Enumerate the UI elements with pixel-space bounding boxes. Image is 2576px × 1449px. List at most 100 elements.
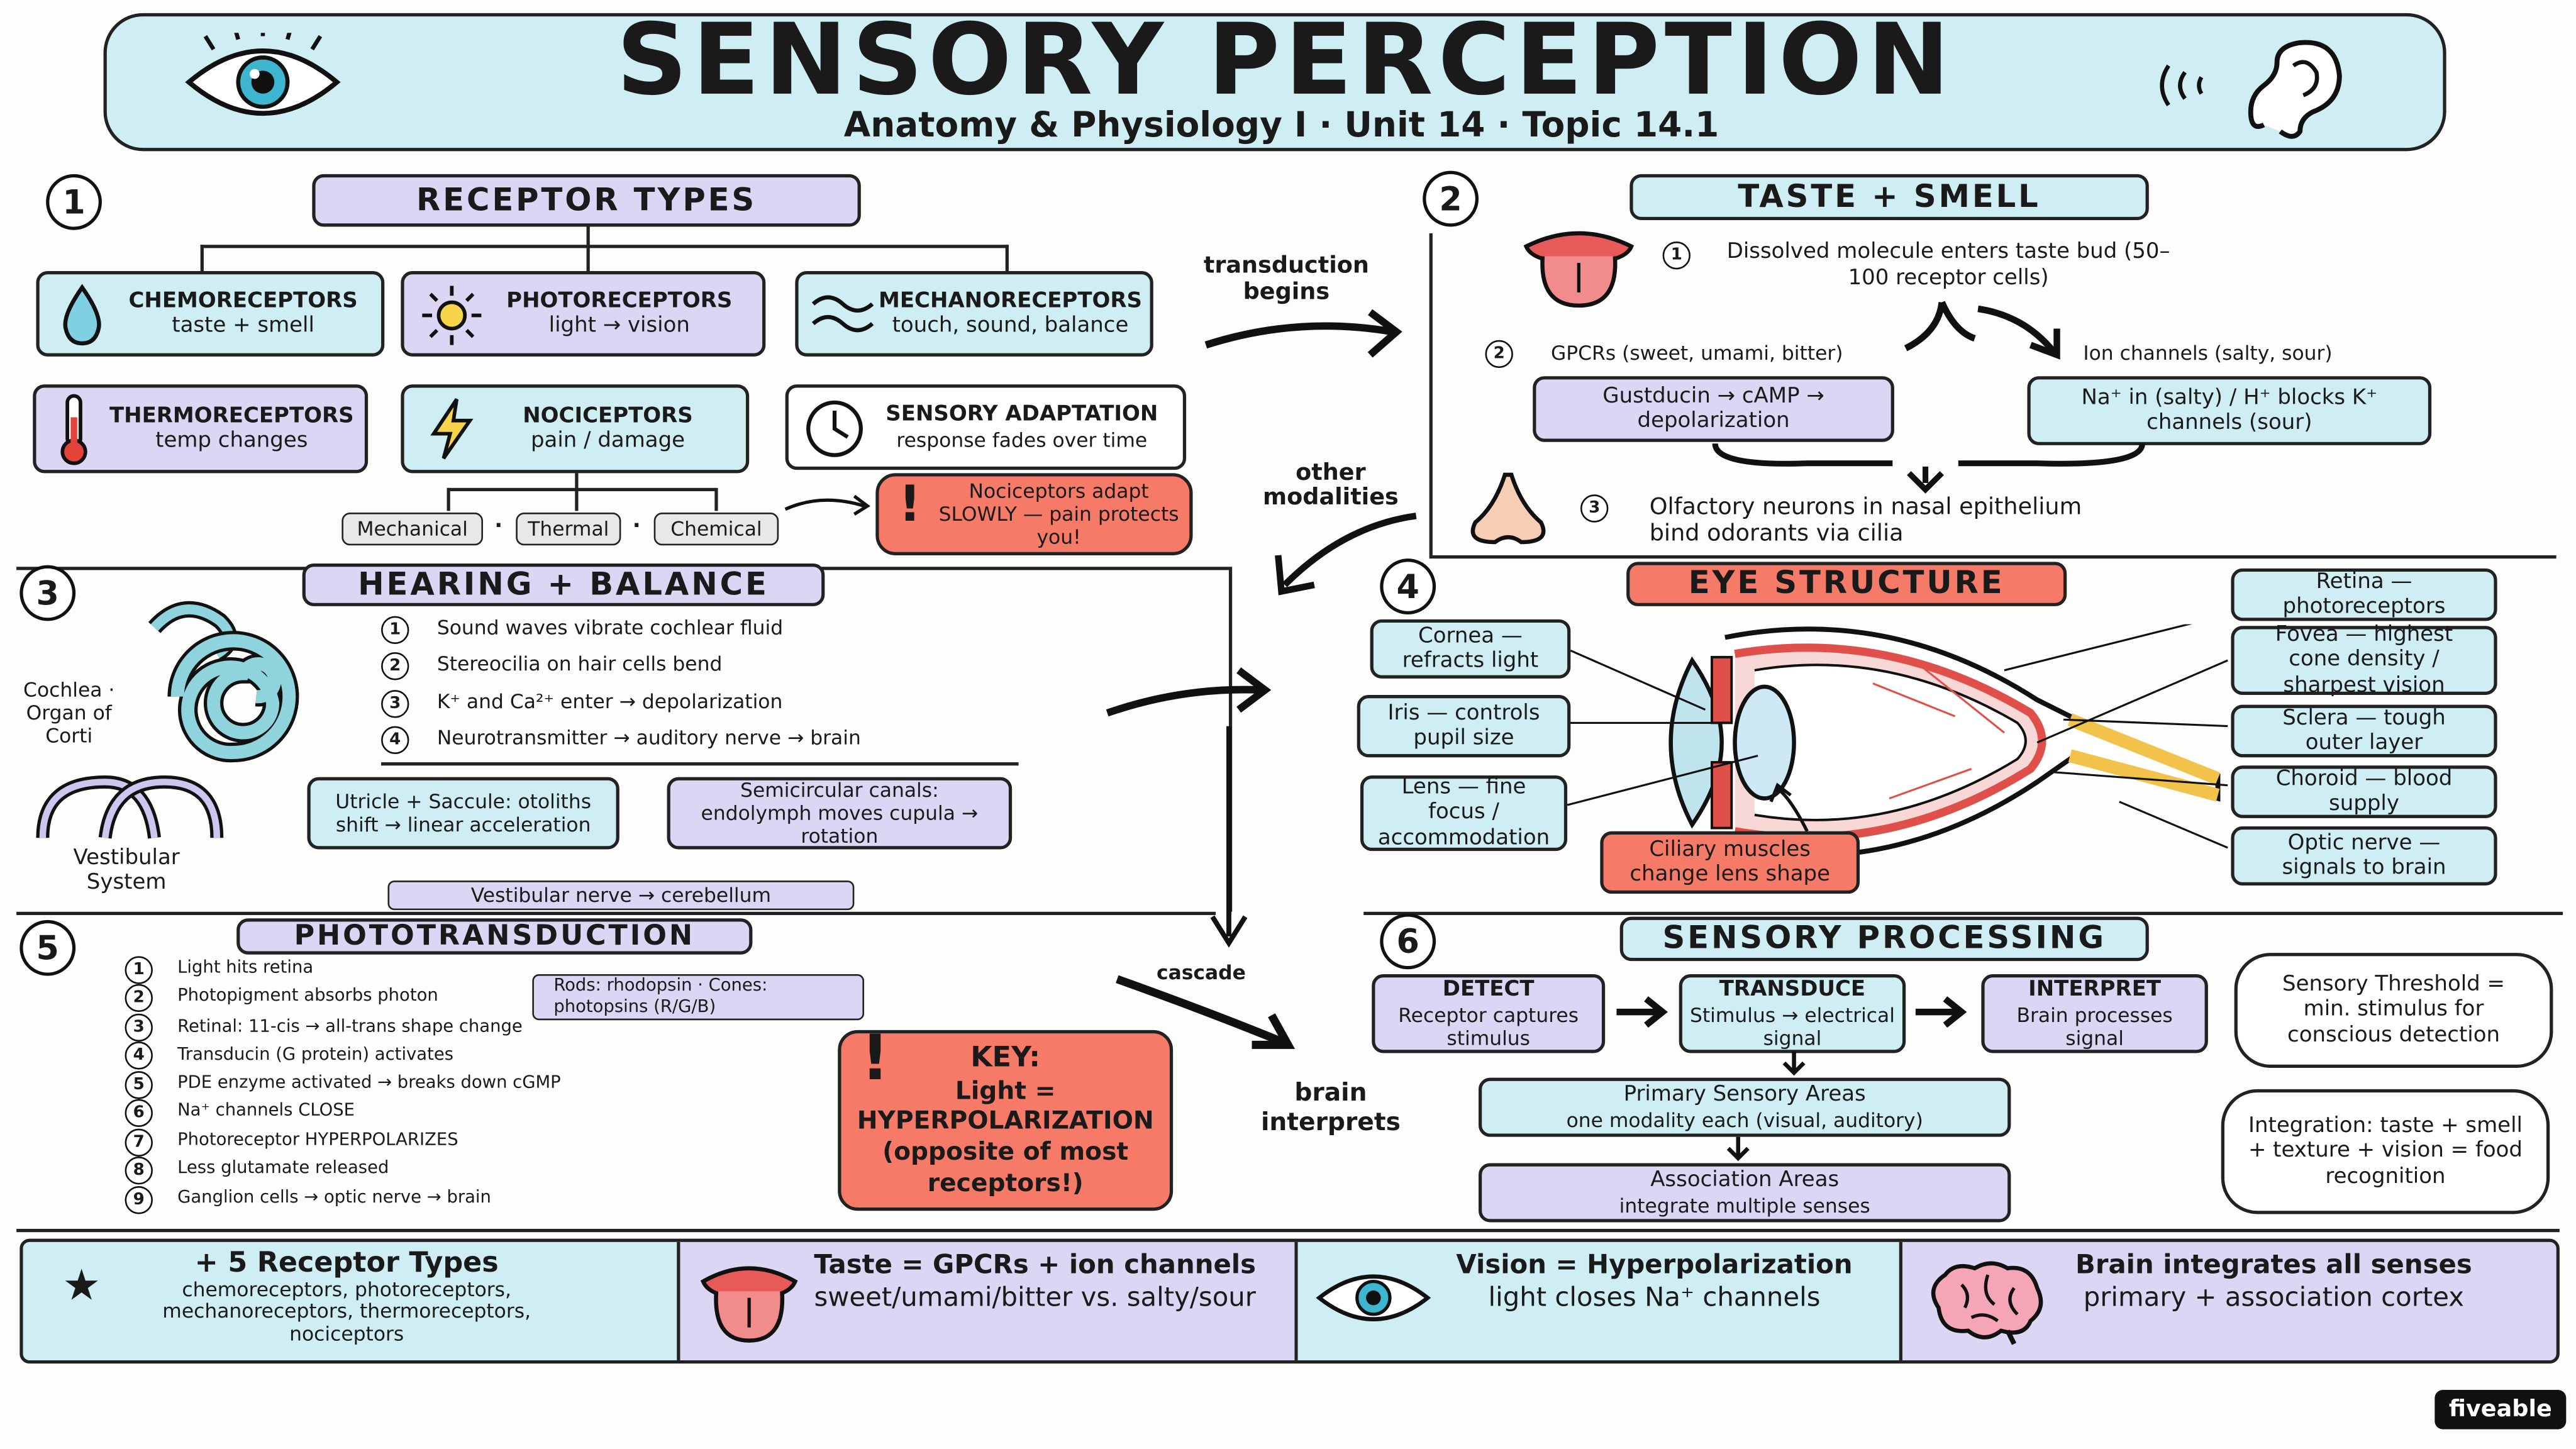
taste-step-3-number: 3	[1580, 494, 1609, 523]
photo-step-number: 4	[125, 1041, 153, 1070]
photo-step: Less glutamate released	[177, 1158, 389, 1178]
ear-icon	[2160, 40, 2342, 139]
nose-icon	[1470, 472, 1546, 545]
canals-box: Semicircular canals: endolymph moves cup…	[667, 777, 1013, 850]
hearing-step: Neurotransmitter → auditory nerve → brai…	[436, 726, 861, 750]
arrow-icon	[1726, 1136, 1750, 1162]
sun-icon	[422, 286, 482, 345]
hearing-step: K⁺ and Ca²⁺ enter → depolarization	[436, 690, 783, 713]
eye-label-lens: Lens — fine focus / accommodation	[1360, 775, 1568, 852]
tree-line	[1005, 245, 1009, 272]
cochlea-icon	[148, 601, 299, 763]
vestibular-icon	[36, 775, 224, 839]
noci-type-mechanical: Mechanical	[341, 513, 483, 546]
cochlea-label: Cochlea · Organ of Corti	[23, 678, 115, 747]
leader-lines	[1567, 624, 2228, 849]
photo-step-number: 7	[125, 1128, 153, 1157]
page-title: SENSORY PERCEPTION	[616, 3, 1955, 119]
tongue-icon	[700, 1266, 798, 1343]
section-3-title: HEARING + BALANCE	[302, 564, 825, 606]
section-2-number: 2	[1423, 170, 1479, 227]
photo-step: Light hits retina	[177, 957, 314, 978]
arrow-icon	[1915, 996, 1967, 1028]
divider	[16, 911, 1216, 916]
arrow-icon	[1204, 309, 1402, 358]
arrow-icon	[1106, 667, 1272, 717]
tree-line	[586, 245, 590, 272]
divider	[1429, 233, 1433, 555]
eye-label-retina: Retina — photoreceptors	[2231, 568, 2497, 621]
arrow-icon	[1210, 726, 1248, 948]
eye-label-iris: Iris — controls pupil size	[1357, 694, 1571, 758]
tongue-icon	[1523, 231, 1635, 308]
section-2-title: TASTE + SMELL	[1629, 174, 2149, 221]
tree-line	[586, 226, 590, 247]
tree-line	[200, 245, 1009, 248]
section-5-title: PHOTOTRANSDUCTION	[236, 918, 753, 955]
section-5-number: 5	[19, 919, 76, 976]
footer-receptors-text: + 5 Receptor Types chemoreceptors, photo…	[162, 1246, 531, 1346]
noci-separator: ·	[494, 514, 503, 539]
thermometer-icon	[60, 394, 87, 465]
eye-icon	[1316, 1274, 1431, 1321]
tree-line	[447, 487, 450, 511]
taste-step-3: Olfactory neurons in nasal epithelium bi…	[1649, 494, 2082, 548]
photo-step-number: 3	[125, 1013, 153, 1042]
brain-icon	[1931, 1261, 2043, 1345]
footer-brain-text: Brain integrates all senses primary + as…	[2075, 1248, 2472, 1313]
footer-bar	[19, 1238, 2560, 1364]
arrow-icon	[784, 494, 870, 516]
section-1-number: 1	[46, 174, 102, 230]
section-4-title: EYE STRUCTURE	[1626, 562, 2067, 606]
divider	[1429, 555, 2557, 559]
arrow-label-brain: brain interprets	[1260, 1077, 1401, 1137]
noci-type-thermal: Thermal	[516, 513, 621, 546]
divider	[381, 762, 1019, 765]
key-box: KEY: Light = HYPERPOLARIZATION (opposite…	[838, 1030, 1174, 1211]
noci-type-chemical: Chemical	[653, 513, 779, 546]
footer-taste-text: Taste = GPCRs + ion channels sweet/umami…	[814, 1248, 1257, 1313]
eye-label-cornea: Cornea — refracts light	[1370, 619, 1571, 679]
photo-step-number: 2	[125, 984, 153, 1013]
page-subtitle: Anatomy & Physiology I · Unit 14 · Topic…	[843, 105, 1719, 145]
taste-step-2: GPCRs (sweet, umami, bitter)	[1550, 341, 1843, 365]
ion-box: Na⁺ in (salty) / H⁺ blocks K⁺ channels (…	[2027, 376, 2432, 445]
photo-step: Photopigment absorbs photon	[177, 985, 438, 1006]
photo-step: PDE enzyme activated → breaks down cGMP	[177, 1072, 561, 1093]
hearing-step-number: 2	[381, 652, 409, 680]
eye-icon	[185, 33, 341, 116]
vestibular-label: Vestibular System	[73, 846, 180, 896]
photo-step: Photoreceptor HYPERPOLARIZES	[177, 1130, 458, 1150]
warning-icon: !	[898, 476, 921, 534]
arrow-icon	[1616, 996, 1668, 1028]
lightning-icon	[430, 398, 474, 460]
hearing-step: Stereocilia on hair cells bend	[436, 652, 723, 675]
tree-line	[575, 487, 579, 511]
wave-icon	[811, 295, 874, 333]
section-1-title: RECEPTOR TYPES	[312, 174, 861, 227]
photo-step: Transducin (G protein) activates	[177, 1045, 454, 1065]
photo-step-number: 8	[125, 1157, 153, 1185]
arrow-icon	[1904, 301, 2060, 360]
photo-step-number: 5	[125, 1071, 153, 1099]
footer-vision-text: Vision = Hyperpolarization light closes …	[1456, 1248, 1853, 1313]
photo-step-number: 9	[125, 1186, 153, 1214]
section-3-number: 3	[19, 565, 76, 621]
arrow-icon	[1275, 513, 1417, 596]
section-6-title: SENSORY PROCESSING	[1619, 916, 2149, 962]
threshold-bubble: Sensory Threshold = min. stimulus for co…	[2234, 953, 2553, 1068]
nociceptor-warning: Nociceptors adapt SLOWLY — pain protects…	[875, 473, 1193, 555]
eye-label-ciliary: Ciliary muscles change lens shape	[1600, 831, 1860, 894]
section-6-number: 6	[1380, 913, 1436, 970]
hearing-step-number: 3	[381, 690, 409, 718]
hearing-step: Sound waves vibrate cochlear fluid	[436, 616, 784, 640]
eye-diagram	[1668, 626, 2221, 858]
eye-label-choroid: Choroid — blood supply	[2231, 765, 2497, 818]
arrow-label-cascade: cascade	[1157, 961, 1246, 984]
